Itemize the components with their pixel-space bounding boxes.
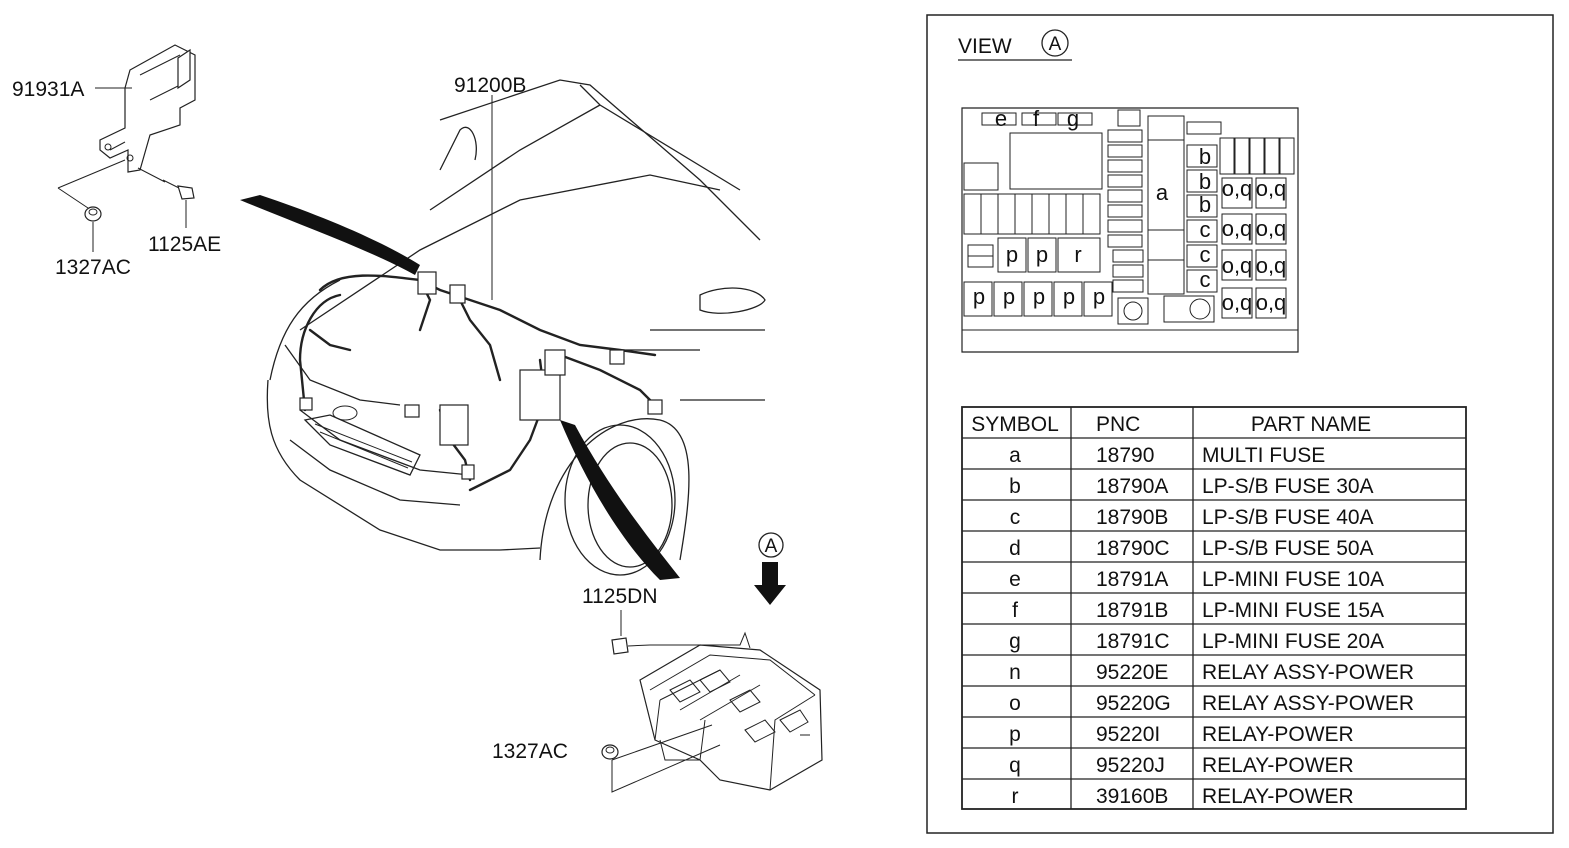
nut-top-drawing <box>84 206 102 222</box>
table-cell-pnc: 95220E <box>1096 661 1168 684</box>
table-cell-part-name: RELAY-POWER <box>1202 785 1354 808</box>
fuse-label-b3: b <box>1199 192 1211 217</box>
pointer-arrow-left <box>240 195 420 275</box>
callout-1125AE: 1125AE <box>148 233 221 256</box>
table-cell-part-name: RELAY ASSY-POWER <box>1202 661 1414 684</box>
table-cell-pnc: 18791B <box>1096 599 1168 622</box>
table-cell-symbol: g <box>1009 630 1021 653</box>
callout-1125DN: 1125DN <box>582 585 658 608</box>
table-cell-symbol: b <box>1009 475 1021 498</box>
table-cell-part-name: LP-S/B FUSE 40A <box>1202 506 1374 529</box>
fuse-label-a: a <box>1156 180 1169 205</box>
table-cell-part-name: LP-MINI FUSE 15A <box>1202 599 1384 622</box>
relay-label-oq-2: o,q <box>1256 176 1287 201</box>
table-cell-part-name: MULTI FUSE <box>1202 444 1325 467</box>
fuse-box-layout: e f g a b b b c c c <box>961 106 1299 353</box>
callout-91931A: 91931A <box>12 78 84 101</box>
table-cell-pnc: 18790A <box>1096 475 1168 498</box>
nut-bottom-drawing <box>601 744 619 760</box>
relay-label-p-1: p <box>1006 242 1018 267</box>
table-cell-pnc: 95220I <box>1096 723 1160 746</box>
table-cell-pnc: 18790B <box>1096 506 1168 529</box>
fuse-label-b1: b <box>1199 144 1211 169</box>
view-a-marker: A <box>758 532 784 558</box>
table-cell-pnc: 18791A <box>1096 568 1168 591</box>
table-cell-symbol: p <box>1009 723 1021 746</box>
table-cell-pnc: 95220G <box>1096 692 1171 715</box>
relay-label-p-5: p <box>1033 284 1045 309</box>
relay-label-oq-7: o,q <box>1222 290 1253 315</box>
table-cell-part-name: RELAY-POWER <box>1202 723 1354 746</box>
fuse-label-f: f <box>1033 106 1040 131</box>
relay-label-p-2: p <box>1036 242 1048 267</box>
view-title-marker-circle <box>1041 29 1069 57</box>
relay-label-r: r <box>1074 242 1081 267</box>
table-cell-symbol: o <box>1009 692 1021 715</box>
view-panel-frame <box>926 14 1554 834</box>
table-cell-part-name: RELAY-POWER <box>1202 754 1354 777</box>
table-header-symbol: SYMBOL <box>971 413 1059 436</box>
table-cell-pnc: 95220J <box>1096 754 1165 777</box>
relay-label-oq-8: o,q <box>1256 290 1287 315</box>
car-drawing <box>266 79 766 576</box>
table-cell-pnc: 18790C <box>1096 537 1170 560</box>
svg-text:A: A <box>765 536 778 557</box>
relay-label-oq-6: o,q <box>1256 253 1287 278</box>
table-cell-part-name: LP-S/B FUSE 30A <box>1202 475 1374 498</box>
table-cell-part-name: RELAY ASSY-POWER <box>1202 692 1414 715</box>
table-header-part-name: PART NAME <box>1251 413 1371 436</box>
bolt-top-drawing <box>162 179 195 200</box>
callout-91200B: 91200B <box>454 74 526 97</box>
view-title-marker: A <box>1049 34 1062 55</box>
relay-label-oq-3: o,q <box>1222 216 1253 241</box>
fuse-label-g: g <box>1067 106 1079 131</box>
callout-1327AC-top: 1327AC <box>55 256 131 279</box>
junction-box-drawing <box>639 644 823 791</box>
bracket-drawing <box>99 44 196 173</box>
bolt-bottom-drawing <box>611 637 651 655</box>
parts-table: SYMBOL PNC PART NAME a 18790 MULTI FUSE b 18790… <box>961 406 1467 810</box>
view-title: VIEW <box>958 35 1012 58</box>
fuse-label-c1: c <box>1200 217 1211 242</box>
table-cell-pnc: 18791C <box>1096 630 1170 653</box>
table-cell-pnc: 18790 <box>1096 444 1154 467</box>
relay-label-oq-1: o,q <box>1222 176 1253 201</box>
fuse-label-e: e <box>995 106 1007 131</box>
table-cell-symbol: c <box>1010 506 1021 529</box>
table-cell-symbol: q <box>1009 754 1021 777</box>
table-cell-symbol: a <box>1009 444 1021 467</box>
table-cell-symbol: e <box>1009 568 1021 591</box>
relay-label-p-7: p <box>1093 284 1105 309</box>
table-cell-symbol: r <box>1012 785 1019 808</box>
table-header-pnc: PNC <box>1096 413 1140 436</box>
table-cell-part-name: LP-S/B FUSE 50A <box>1202 537 1374 560</box>
relay-label-p-4: p <box>1003 284 1015 309</box>
relay-label-p-3: p <box>973 284 985 309</box>
fuse-label-c2: c <box>1200 242 1211 267</box>
table-cell-pnc: 39160B <box>1096 785 1168 808</box>
fuse-label-b2: b <box>1199 169 1211 194</box>
relay-label-oq-4: o,q <box>1256 216 1287 241</box>
view-arrow <box>754 562 786 605</box>
table-cell-symbol: f <box>1012 599 1018 622</box>
callout-1327AC-bottom: 1327AC <box>492 740 568 763</box>
fuse-label-c3: c <box>1200 267 1211 292</box>
relay-label-oq-5: o,q <box>1222 253 1253 278</box>
table-cell-part-name: LP-MINI FUSE 10A <box>1202 568 1384 591</box>
table-cell-symbol: n <box>1009 661 1021 684</box>
wiring-harness-drawing <box>298 271 663 492</box>
pointer-arrow-right <box>560 420 680 580</box>
table-cell-symbol: d <box>1009 537 1021 560</box>
table-cell-part-name: LP-MINI FUSE 20A <box>1202 630 1384 653</box>
relay-label-p-6: p <box>1063 284 1075 309</box>
